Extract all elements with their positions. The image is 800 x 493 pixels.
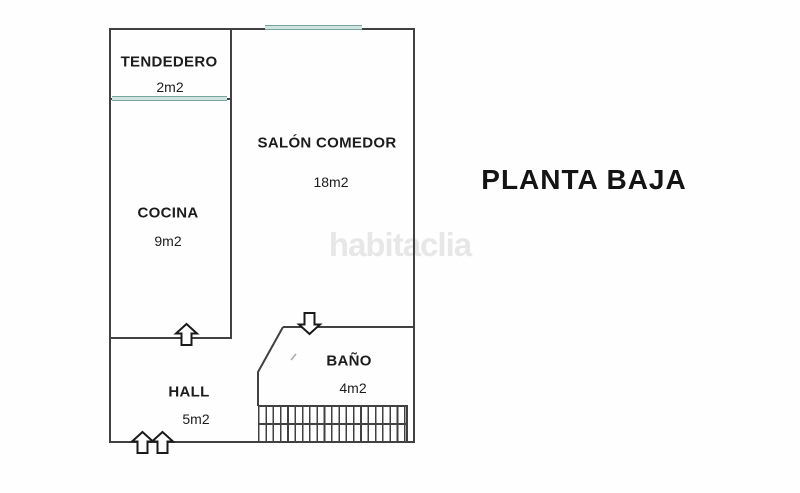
- artifact-tick: [290, 353, 297, 361]
- window-tendedero-icon: [112, 96, 227, 101]
- room-label-tendedero: TENDEDERO: [120, 53, 218, 71]
- wall-bano-top: [283, 326, 415, 328]
- room-label-cocina: COCINA: [137, 204, 199, 222]
- watermark: habitaclia: [328, 226, 472, 263]
- wall-bano-diagonal: [257, 326, 284, 406]
- room-area-bano: 4m2: [339, 380, 367, 396]
- wall-bottom: [109, 441, 415, 443]
- wall-left: [109, 28, 111, 443]
- room-label-hall: HALL: [168, 383, 210, 401]
- room-area-cocina: 9m2: [154, 233, 182, 249]
- room-area-salon: 18m2: [313, 174, 349, 190]
- room-label-salon: SALÓN COMEDOR: [257, 134, 397, 152]
- window-salon-icon: [265, 25, 362, 30]
- wall-cocina-salon-divider: [230, 28, 232, 339]
- door-arrow-cocina-icon: [173, 322, 200, 346]
- door-arrow-bano-icon: [296, 312, 323, 336]
- room-area-tendedero: 2m2: [156, 79, 184, 95]
- hatch-midline: [258, 423, 408, 425]
- wall-right: [413, 28, 415, 443]
- wall-cocina-bottom: [109, 337, 232, 339]
- wall-top: [109, 28, 415, 30]
- room-area-hall: 5m2: [182, 411, 210, 427]
- page-title: PLANTA BAJA: [481, 164, 687, 195]
- room-label-bano: BAÑO: [326, 352, 372, 370]
